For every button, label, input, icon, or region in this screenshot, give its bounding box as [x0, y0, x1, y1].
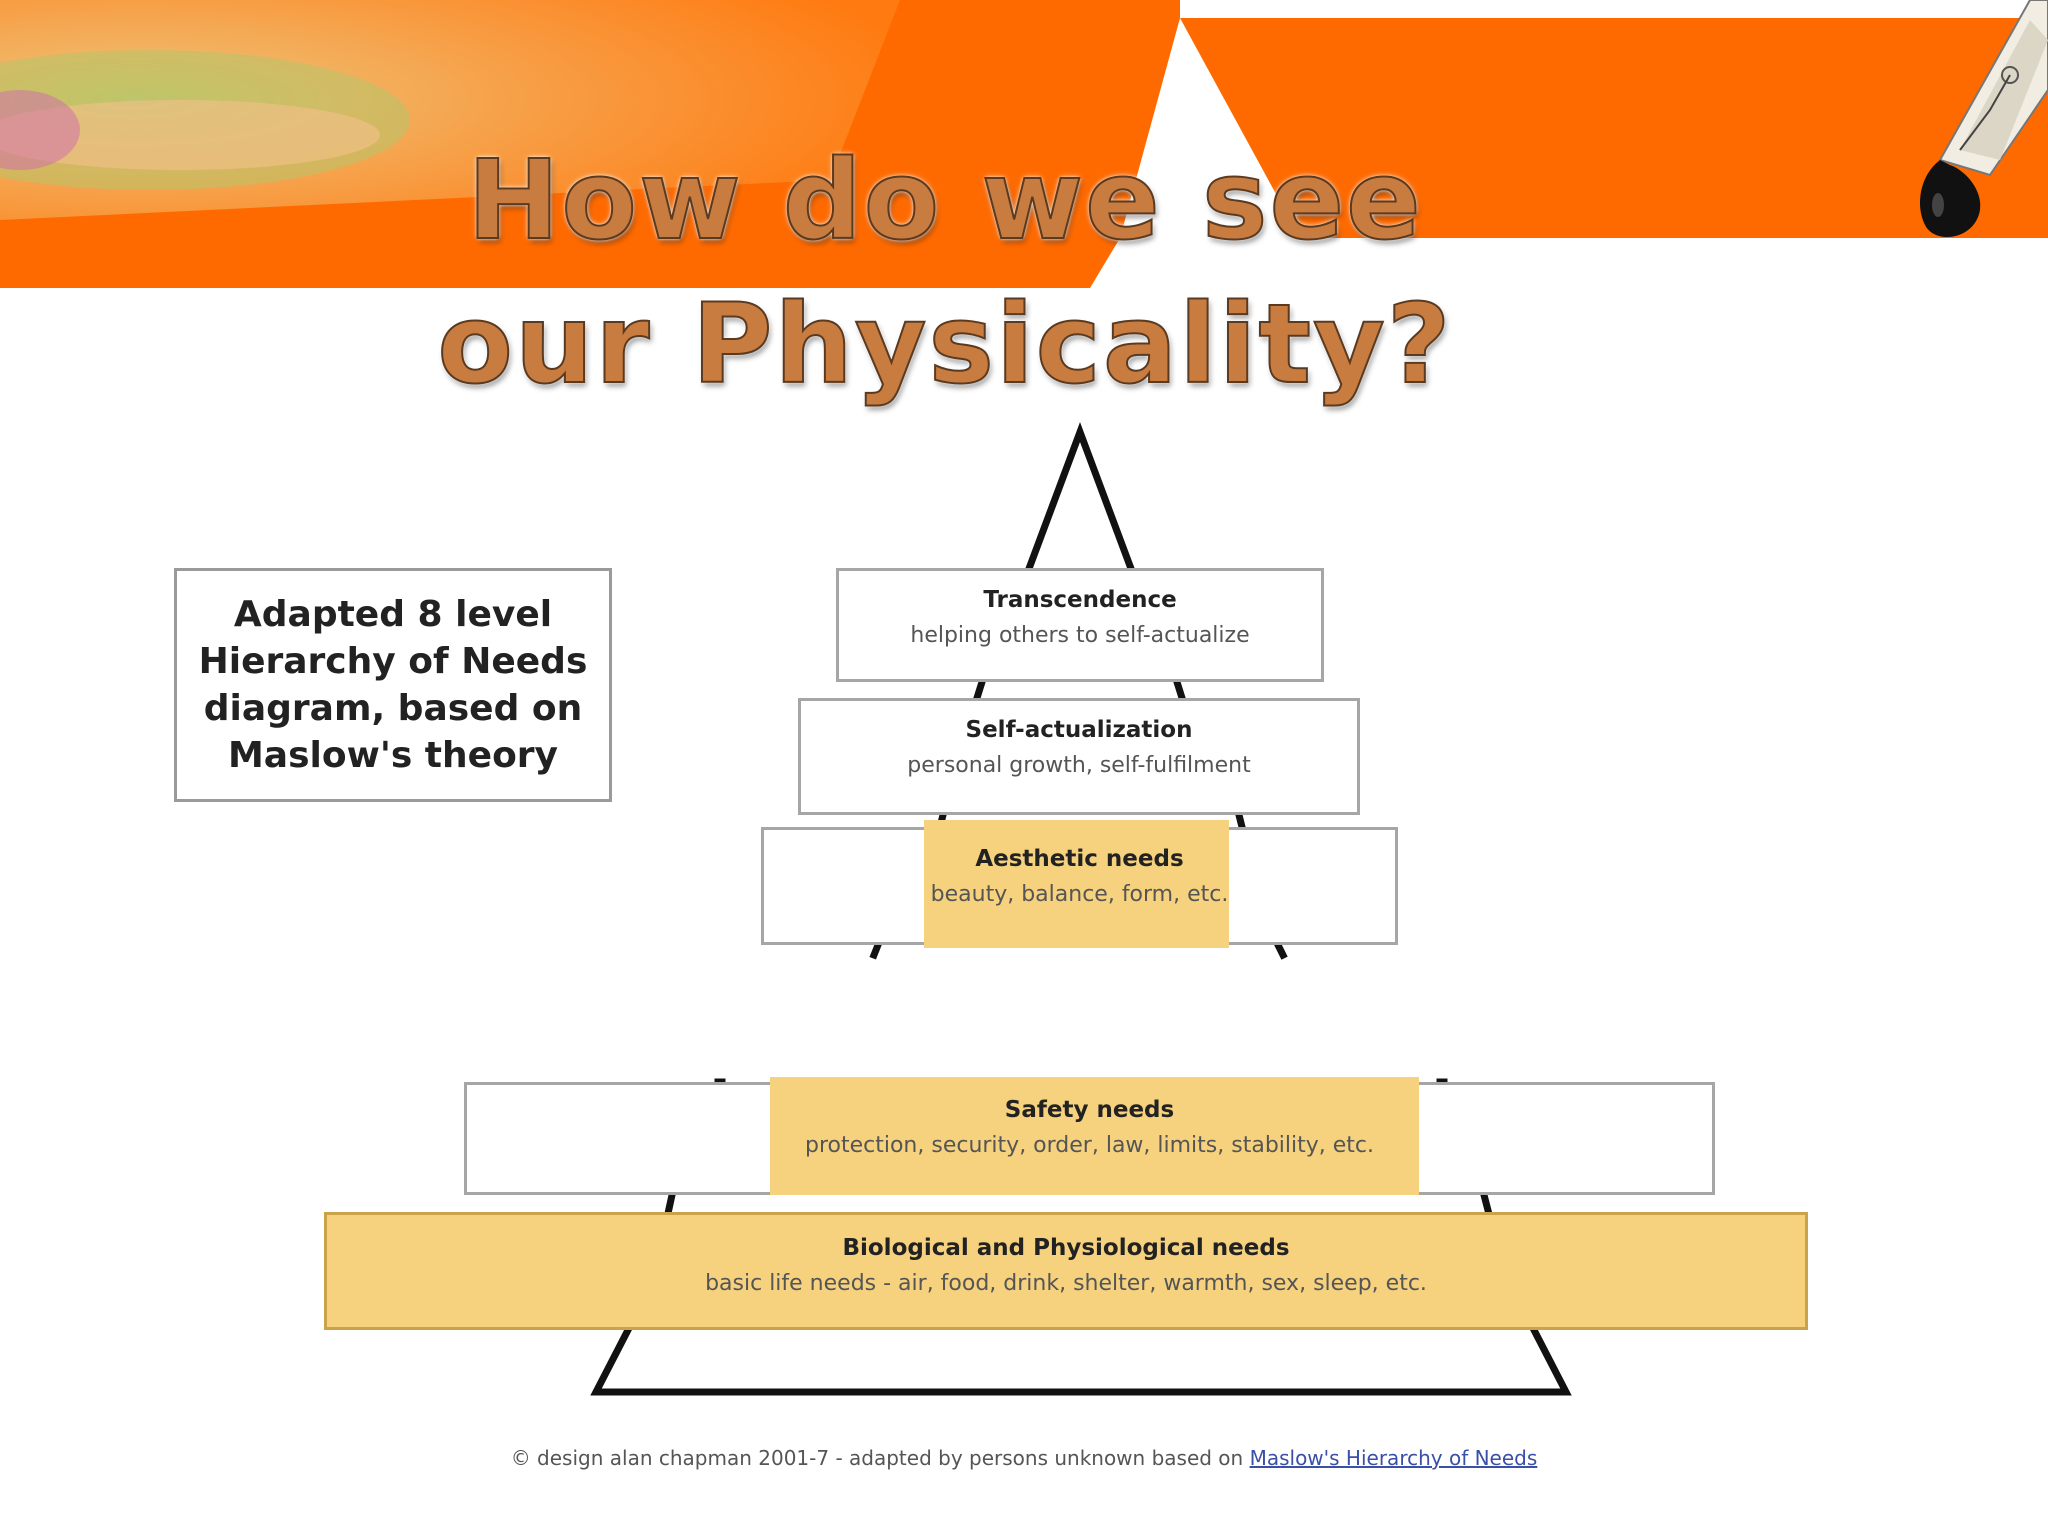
level-title: Transcendence [983, 587, 1177, 613]
level-title: Self-actualization [965, 717, 1193, 743]
level-description: personal growth, self-fulfilment [907, 753, 1251, 778]
diagram-note: Adapted 8 level Hierarchy of Needs diagr… [174, 568, 612, 802]
fountain-pen-icon [1920, 0, 2048, 237]
level-safety: Safety needs protection, security, order… [464, 1077, 1715, 1195]
level-transcendence: Transcendence helping others to self-act… [836, 568, 1324, 682]
page-title-line1: How do we see [466, 136, 1423, 264]
level-title: Safety needs [1004, 1097, 1175, 1123]
page-title-line2: our Physicality? [436, 280, 1453, 408]
credit-text: © design alan chapman 2001-7 - adapted b… [510, 1446, 1250, 1470]
level-self-actualization: Self-actualization personal growth, self… [798, 698, 1360, 815]
level-description: beauty, balance, form, etc. [930, 882, 1229, 907]
level-title: Biological and Physiological needs [842, 1235, 1290, 1261]
level-description: basic life needs - air, food, drink, she… [705, 1271, 1427, 1296]
highlight-band [924, 820, 1229, 948]
level-description: protection, security, order, law, limits… [804, 1133, 1374, 1158]
header-banner [0, 0, 2048, 288]
credit-line: © design alan chapman 2001-7 - adapted b… [0, 1446, 2048, 1470]
level-title: Aesthetic needs [975, 846, 1184, 872]
maslow-link[interactable]: Maslow's Hierarchy of Needs [1249, 1446, 1538, 1470]
highlight-band [770, 1077, 1419, 1195]
level-biological: Biological and Physiological needs basic… [324, 1212, 1808, 1330]
level-description: helping others to self-actualize [910, 623, 1250, 648]
level-aesthetic: Aesthetic needs beauty, balance, form, e… [761, 820, 1398, 948]
